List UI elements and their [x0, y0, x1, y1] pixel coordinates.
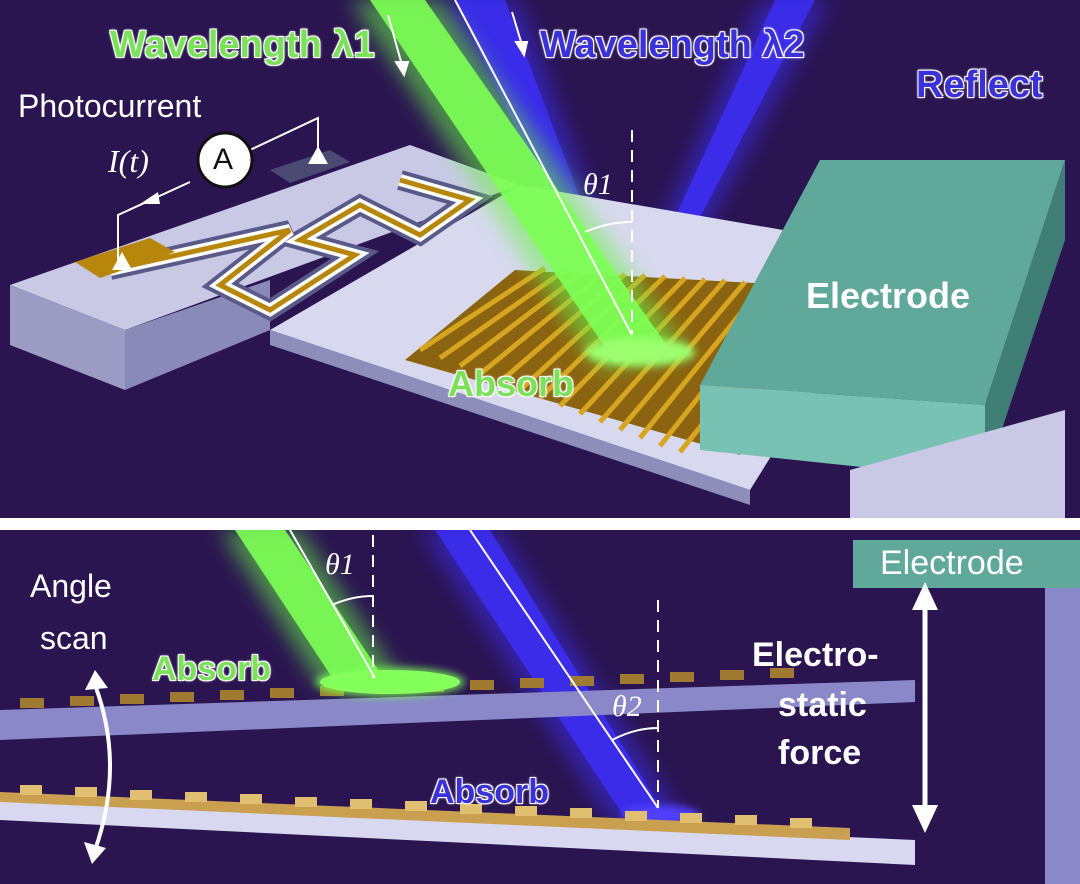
side-view-panel: Electrode θ1 θ2 Angle scan Absorb Absorb…: [0, 530, 1080, 884]
absorb-label-top: Absorb: [448, 363, 574, 404]
lower-grating-beam: [0, 785, 915, 865]
wavelength1-label: Wavelength λ1: [110, 24, 375, 66]
force-label-2: static: [778, 686, 867, 724]
theta2-label-side: θ2: [612, 690, 642, 723]
electrode-block: [700, 160, 1065, 518]
absorb-label-blue: Absorb: [430, 773, 549, 811]
reflect-label: Reflect: [916, 64, 1043, 106]
electrode-side: [853, 540, 1080, 884]
ammeter-symbol: [196, 131, 254, 189]
incidence-guides: [387, 0, 633, 336]
absorb-label-green: Absorb: [152, 650, 271, 688]
theta1-label-top: θ1: [583, 168, 613, 201]
force-label-3: force: [778, 734, 862, 772]
angle-scan-label-2: scan: [40, 620, 108, 656]
wavelength2-label: Wavelength λ2: [540, 24, 805, 66]
angle-scan-label-1: Angle: [30, 568, 112, 604]
pad-arrow-left: [112, 252, 132, 270]
device-3d-illustration: [10, 0, 1065, 518]
photocurrent-label: Photocurrent: [18, 88, 202, 124]
force-label-1: Electro-: [752, 636, 879, 674]
pad-arrow-right: [308, 146, 328, 164]
electrode-label-side: Electrode: [880, 544, 1024, 582]
angle-scan-arrow: [84, 670, 112, 864]
contact-pad-right: [270, 150, 350, 183]
theta1-label-side: θ1: [325, 548, 355, 581]
side-view-illustration: [0, 530, 1080, 884]
ammeter-label: A: [213, 143, 234, 176]
green-beam-side: [220, 530, 465, 697]
green-beam: [350, 0, 695, 370]
force-arrow: [912, 582, 938, 833]
incidence-guides-side: [289, 530, 659, 809]
meander-conductor: [107, 170, 493, 322]
circuit-wire: [117, 116, 319, 262]
electrode-label-top: Electrode: [806, 275, 971, 316]
current-arrow: [140, 192, 160, 204]
current-symbol: I(t): [108, 143, 149, 179]
device-3d-panel: Wavelength λ1 Wavelength λ2 Reflect Phot…: [0, 0, 1080, 518]
